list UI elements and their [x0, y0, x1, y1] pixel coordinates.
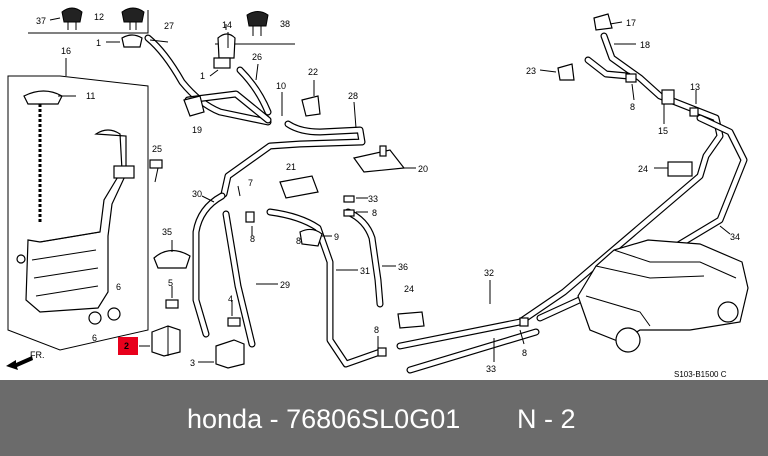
callout: 29: [280, 280, 290, 290]
pump-group: [118, 325, 245, 369]
callout: 28: [348, 91, 358, 101]
callout: 27: [164, 21, 174, 31]
callout: 24: [404, 284, 414, 294]
callout: 32: [484, 268, 494, 278]
callout: 11: [86, 91, 95, 101]
callout: 6: [92, 333, 97, 343]
reservoir-group: [7, 75, 163, 351]
callout: 8: [250, 234, 255, 244]
callout: 18: [640, 40, 650, 50]
callout: 20: [418, 164, 428, 174]
callout: 22: [308, 67, 318, 77]
callout: 37: [36, 16, 46, 26]
callout-labels: 37 12 1 16 11 25 6 6 2 3 27 14 38 1 26 1…: [36, 12, 740, 374]
callout: 30: [192, 189, 202, 199]
callout: 23: [526, 66, 536, 76]
callout: 8: [630, 102, 635, 112]
highlight-box: [118, 337, 138, 355]
callout: 19: [192, 125, 202, 135]
callout: 8: [374, 325, 379, 335]
part-group-nozzles-left: [28, 7, 295, 59]
callout: 3: [190, 358, 195, 368]
callout: 6: [116, 282, 121, 292]
callout: 34: [730, 232, 740, 242]
callout: 16: [61, 46, 71, 56]
front-arrow: FR.: [6, 350, 45, 370]
callout: 10: [276, 81, 286, 91]
callout: 9: [334, 232, 339, 242]
callout: 13: [690, 82, 700, 92]
callout: 35: [162, 227, 172, 237]
callout: 8: [372, 208, 377, 218]
callout: 25: [152, 144, 162, 154]
front-marker-label: FR.: [30, 350, 45, 360]
part-number-label: honda - 76806SL0G01: [187, 404, 461, 434]
reference-code: S103-B1500 C: [674, 370, 727, 379]
callout: 5: [168, 278, 173, 288]
callout: 7: [248, 178, 253, 188]
callout: 17: [626, 18, 636, 28]
car-silhouette: [577, 239, 749, 353]
callout: 8: [296, 236, 301, 246]
callout: 38: [280, 19, 290, 29]
callout: 31: [360, 266, 370, 276]
callout: 26: [252, 52, 262, 62]
callout: 21: [286, 162, 296, 172]
callout: 14: [222, 20, 232, 30]
callout: 33: [368, 194, 378, 204]
callout: 15: [658, 126, 668, 136]
hoses: [144, 32, 748, 374]
callout: 24: [638, 164, 648, 174]
callout: 1: [96, 38, 101, 48]
callout: 12: [94, 12, 104, 22]
leaders: [58, 21, 731, 362]
callout: 36: [398, 262, 408, 272]
parts-diagram: FR. 37 12 1 16 11 25 6 6 2 3 27 14 38 1 …: [6, 7, 749, 379]
callout: 4: [228, 294, 233, 304]
footer-bar: honda - 76806SL0G01 N - 2: [0, 380, 768, 456]
callout: 1: [200, 71, 205, 81]
callout: 33: [486, 364, 496, 374]
callout: 8: [522, 348, 527, 358]
page-label: N - 2: [517, 404, 576, 434]
callout-highlighted: 2: [124, 341, 129, 351]
windshield-washer-diagram: FR. 37 12 1 16 11 25 6 6 2 3 27 14 38 1 …: [6, 7, 749, 379]
